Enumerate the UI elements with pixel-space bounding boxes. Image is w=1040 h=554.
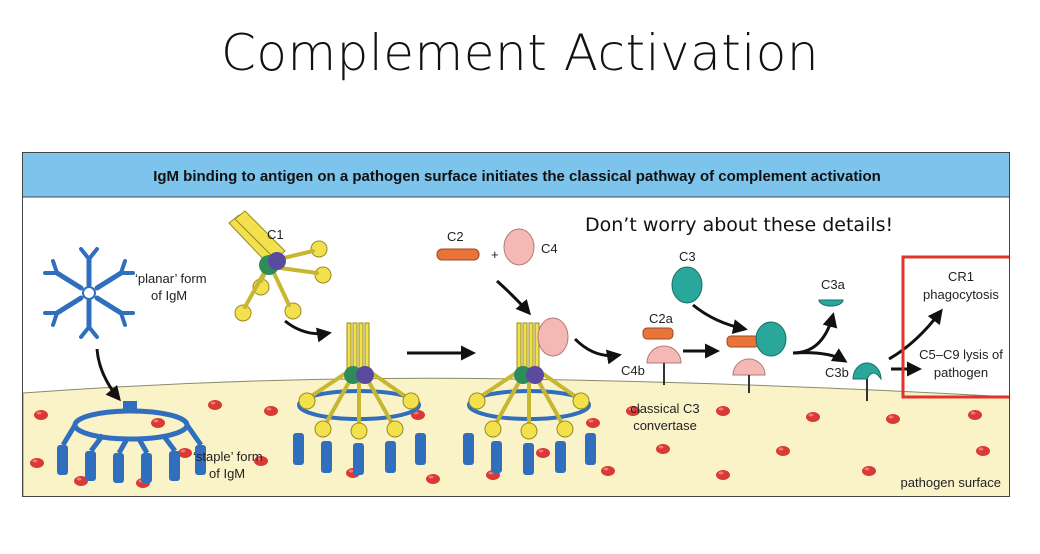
staple-label-line1: ‘staple’ form — [193, 449, 263, 464]
arrow-to-cr1 — [888, 308, 943, 361]
header-text: IgM binding to antigen on a pathogen sur… — [153, 168, 881, 185]
staple-igm — [57, 401, 206, 483]
convertase-label-line1: classical C3 — [630, 401, 699, 416]
diagram-figure: IgM binding to antigen on a pathogen sur… — [22, 152, 1010, 497]
arrow-c3-binding — [692, 303, 748, 334]
c3a-molecule — [818, 299, 844, 307]
staple-label-line2: of IgM — [209, 466, 245, 481]
cr1-label-line1: CR1 — [948, 269, 974, 284]
arrow-to-convertase — [573, 337, 622, 365]
c1-label: C1 — [267, 227, 284, 242]
c4-molecule — [503, 228, 535, 266]
planar-label-line2: of IgM — [151, 288, 187, 303]
planar-igm — [43, 247, 135, 339]
arrow-to-c3a — [792, 312, 838, 355]
cr1-label-line2: phagocytosis — [923, 287, 999, 302]
c3b-molecule — [852, 362, 882, 401]
lysis-label-line2: pathogen — [934, 365, 988, 380]
slide-title: Complement Activation — [220, 24, 820, 82]
planar-label-line1: ‘planar’ form — [135, 271, 207, 286]
c3b-label: C3b — [825, 365, 849, 380]
lysis-label-line1: C5–C9 lysis of — [919, 347, 1003, 362]
arrow-to-c3b — [792, 348, 848, 363]
c3-molecule — [671, 266, 703, 304]
surface-label: pathogen surface — [901, 475, 1001, 490]
c4-label: C4 — [541, 241, 558, 256]
c2a-label: C2a — [649, 311, 674, 326]
c4b-label: C4b — [621, 363, 645, 378]
convertase-with-c3 — [726, 321, 787, 393]
header-band — [23, 153, 1009, 197]
diagram-canvas: IgM binding to antigen on a pathogen sur… — [23, 153, 1009, 496]
arrow-c1-binding — [284, 319, 332, 343]
c3-convertase — [642, 327, 682, 385]
c3-label: C3 — [679, 249, 696, 264]
arrow-planar-to-staple — [95, 348, 121, 402]
plus-label: + — [491, 247, 499, 262]
c2-molecule — [436, 248, 480, 261]
c1-bound-igm-2 — [463, 317, 596, 475]
convertase-label-line2: convertase — [633, 418, 697, 433]
c1-bound-igm-1 — [293, 322, 426, 475]
note-text: Don’t worry about these details! — [585, 214, 893, 236]
outcomes-highlight-box — [901, 255, 1009, 399]
arrow-c4-binding — [496, 279, 531, 316]
c2-label: C2 — [447, 229, 464, 244]
c3a-label: C3a — [821, 277, 846, 292]
c1-complex-free — [228, 210, 332, 322]
